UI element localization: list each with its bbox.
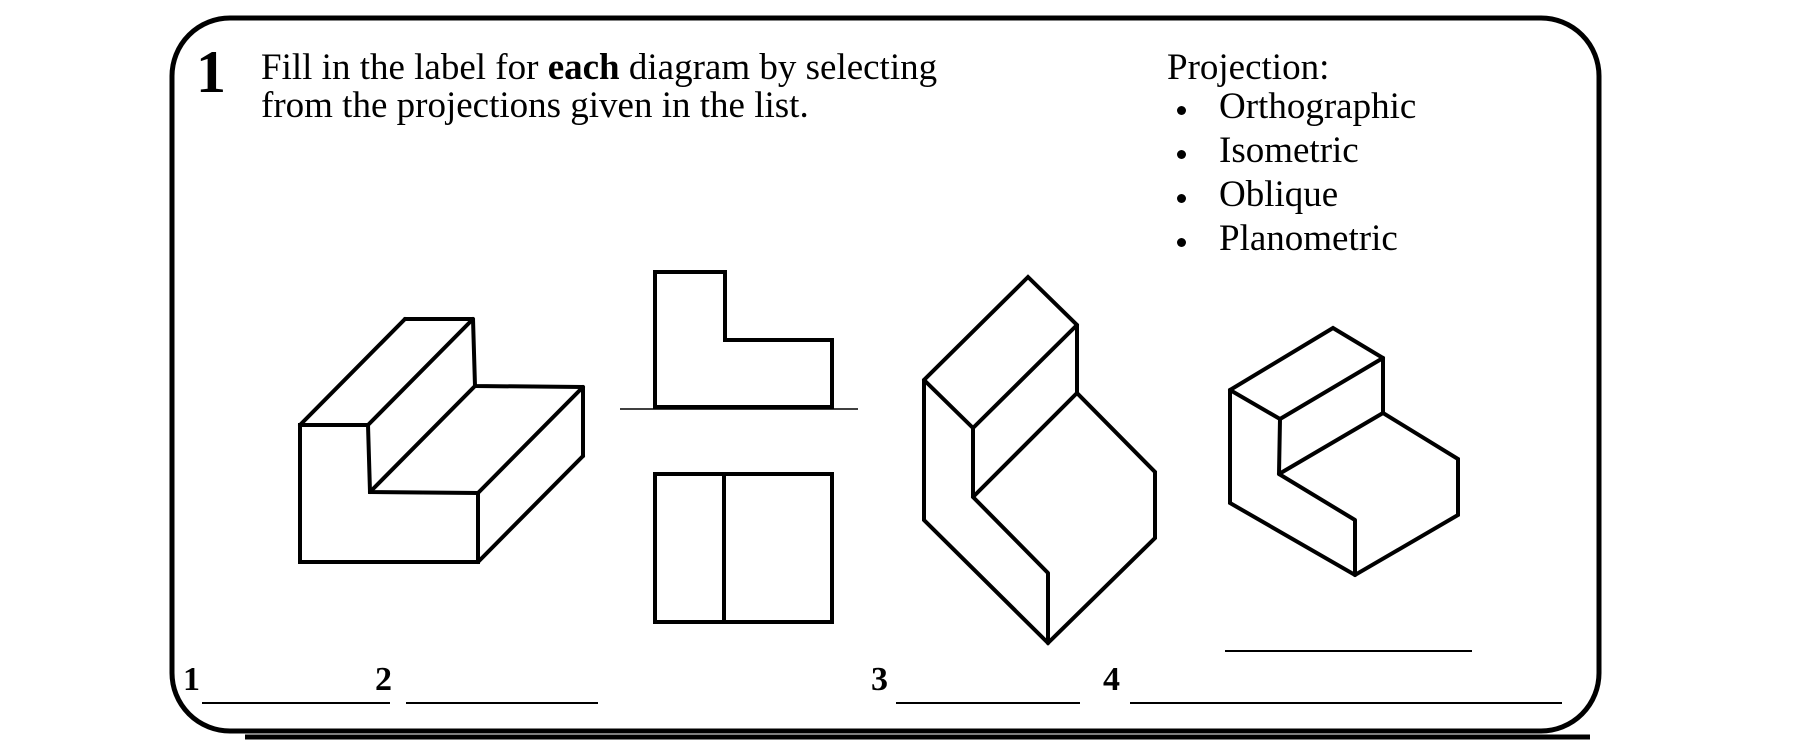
figure-1-step-block [298, 317, 585, 564]
projection-list: Orthographic Isometric Oblique Planometr… [1177, 85, 1416, 261]
projection-item-planometric: Planometric [1177, 217, 1416, 261]
projection-item-isometric: Isometric [1177, 129, 1416, 173]
prompt-text-pre: Fill in the label for [261, 47, 548, 88]
projection-item-label: Isometric [1219, 130, 1359, 171]
answer-number-2: 2 [375, 661, 392, 698]
answer-blank-1[interactable] [202, 680, 390, 704]
prompt-text-line2: from the projections given in the list. [261, 85, 809, 126]
figure-3-step-block [922, 274, 1157, 646]
figures-layer [298, 270, 1472, 652]
projection-list-title: Projection: [1167, 47, 1330, 88]
answer-blank-3[interactable] [896, 680, 1080, 704]
prompt-text-bold: each [547, 47, 620, 88]
question-prompt: Fill in the label for each diagram by se… [261, 49, 937, 125]
question-frame-border [169, 15, 1602, 734]
figure-4-step-block [1225, 325, 1472, 652]
projection-item-label: Oblique [1219, 174, 1339, 215]
prompt-text-post: diagram by selecting [619, 47, 938, 88]
answer-number-1: 1 [183, 661, 200, 698]
answer-blank-2[interactable] [406, 680, 598, 704]
answer-number-4: 4 [1103, 661, 1120, 698]
figure-2-two-views [620, 270, 858, 624]
bullet-icon [1177, 106, 1186, 115]
answer-blank-4[interactable] [1130, 680, 1562, 704]
bullet-icon [1177, 150, 1186, 159]
projection-item-label: Orthographic [1219, 86, 1417, 127]
projection-item-orthographic: Orthographic [1177, 85, 1416, 129]
projection-item-label: Planometric [1219, 218, 1398, 259]
projection-item-oblique: Oblique [1177, 173, 1416, 217]
bullet-icon [1177, 238, 1186, 247]
bullet-icon [1177, 194, 1186, 203]
answer-number-3: 3 [871, 661, 888, 698]
question-number: 1 [196, 39, 226, 105]
